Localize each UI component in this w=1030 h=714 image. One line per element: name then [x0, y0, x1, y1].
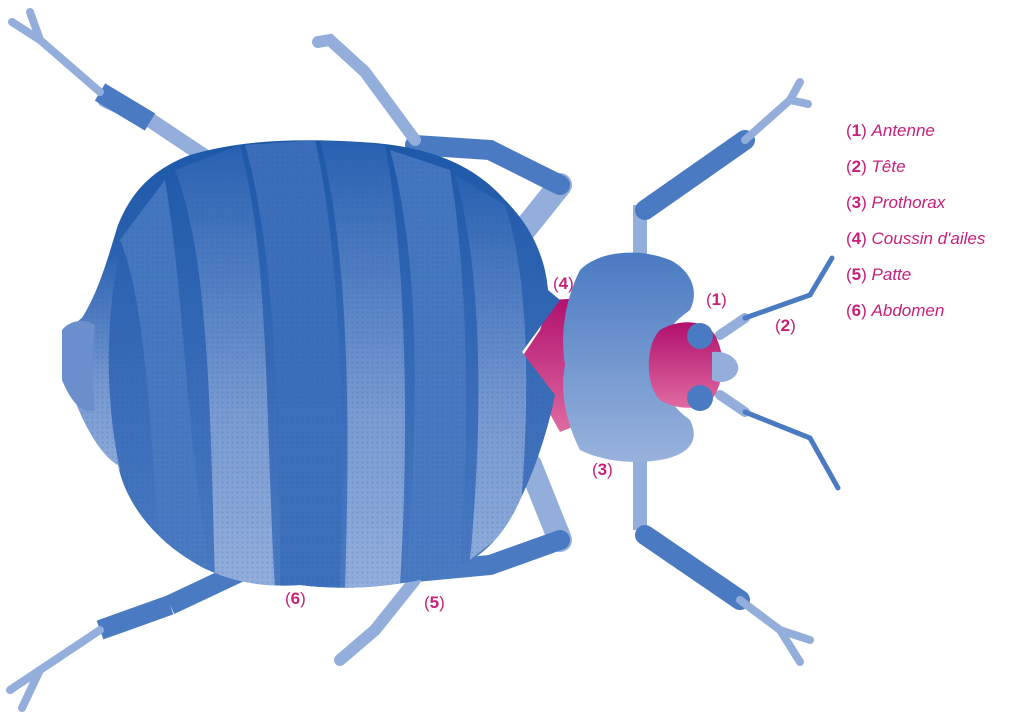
legend-item-abdomen: (6) Abdomen: [846, 301, 1026, 337]
leg-rear-lower: [10, 572, 240, 708]
callout-abdomen: (6): [285, 590, 306, 607]
callout-coussin: (4): [553, 275, 574, 292]
legend-item-patte: (5) Patte: [846, 265, 1026, 301]
antennae: [720, 258, 838, 488]
eye-upper: [687, 323, 713, 349]
legend-item-coussin: (4) Coussin d'ailes: [846, 229, 1026, 265]
legend: (1) Antenne (2) Tête (3) Prothorax (4) C…: [846, 121, 1026, 337]
callout-antenne: (1): [706, 291, 727, 308]
legend-item-prothorax: (3) Prothorax: [846, 193, 1026, 229]
leg-front-upper: [640, 82, 808, 260]
legend-item-tete: (2) Tête: [846, 157, 1026, 193]
callout-prothorax: (3): [592, 461, 613, 478]
abdomen: [40, 130, 580, 600]
leg-rear-upper: [12, 12, 210, 160]
eye-lower: [687, 385, 713, 411]
callout-tete: (2): [775, 317, 796, 334]
leg-front-lower: [640, 445, 810, 662]
callout-patte: (5): [424, 594, 445, 611]
legend-item-antenne: (1) Antenne: [846, 121, 1026, 157]
